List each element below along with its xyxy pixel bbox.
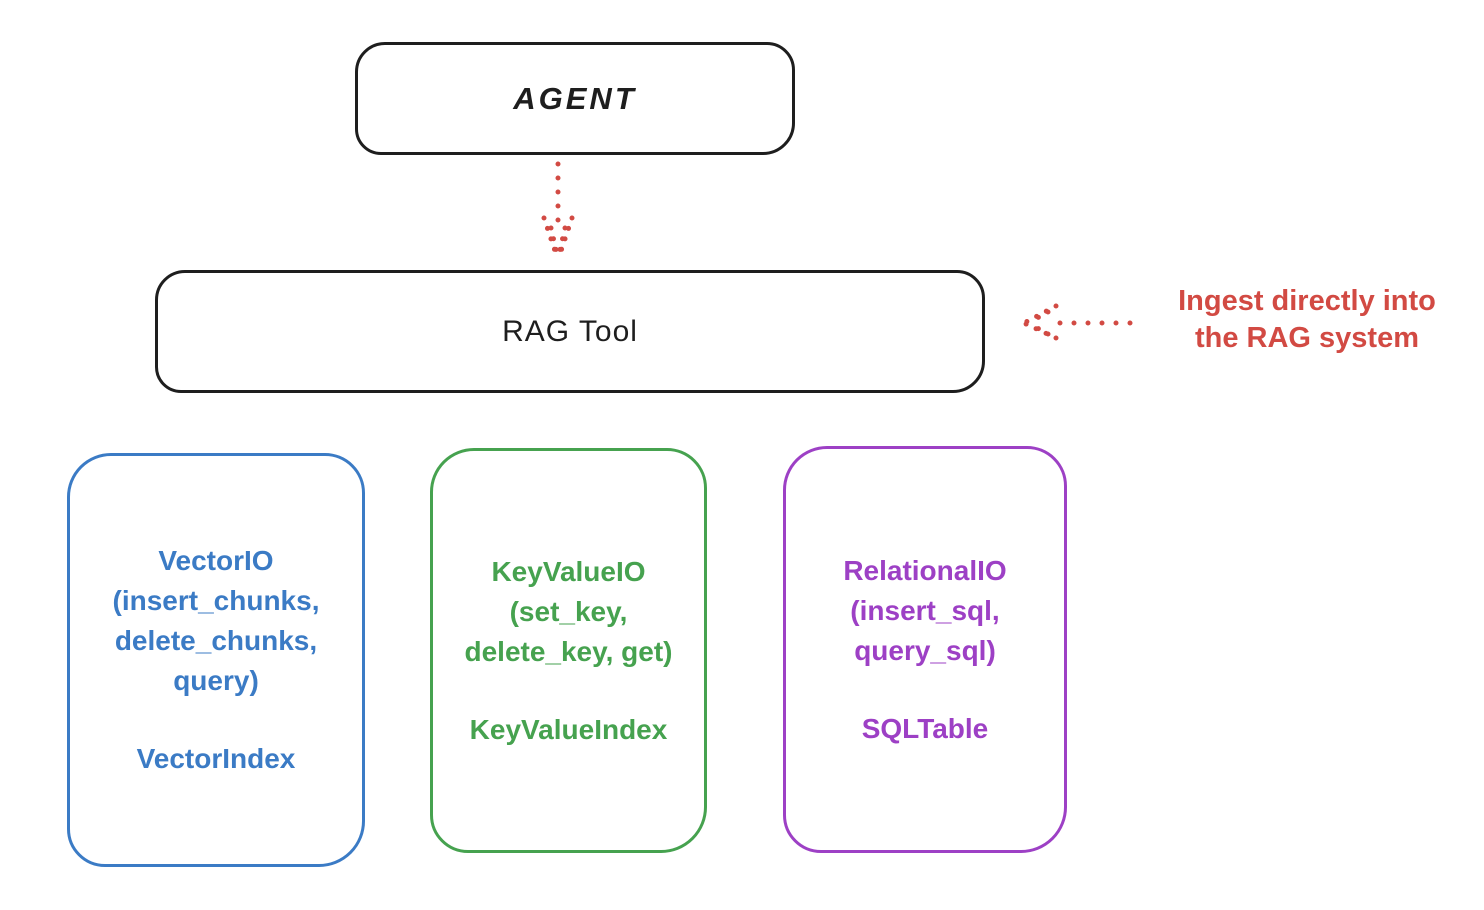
agent-label: AGENT bbox=[513, 80, 637, 116]
rag-tool-box: RAG Tool bbox=[155, 270, 985, 393]
keyvalue-io-line: delete_key, get) bbox=[464, 635, 673, 667]
arrow-agent-to-rag-icon bbox=[541, 161, 575, 260]
annotation-line-2: the RAG system bbox=[1194, 322, 1419, 354]
annotation-line-1: Ingest directly into bbox=[1178, 285, 1436, 317]
annotation-ingest-note: Ingest directly into the RAG system bbox=[1130, 283, 1484, 357]
relational-io-line: RelationalIO bbox=[843, 554, 1007, 586]
keyvalue-io-title: KeyValueIO (set_key, delete_key, get) Ke… bbox=[464, 552, 672, 750]
keyvalue-io-box: KeyValueIO (set_key, delete_key, get) Ke… bbox=[430, 448, 707, 853]
sql-table-label: SQLTable bbox=[861, 712, 989, 744]
arrow-annotation-to-rag-icon bbox=[1023, 303, 1133, 341]
relational-io-line: query_sql) bbox=[854, 634, 996, 666]
keyvalue-io-line: KeyValueIO bbox=[491, 555, 646, 587]
relational-io-title: RelationalIO (insert_sql, query_sql) SQL… bbox=[843, 551, 1006, 749]
keyvalue-io-line: (set_key, bbox=[509, 595, 628, 627]
vector-io-line: query) bbox=[173, 665, 259, 696]
relational-io-box: RelationalIO (insert_sql, query_sql) SQL… bbox=[783, 446, 1067, 853]
vector-io-title: VectorIO (insert_chunks, delete_chunks, … bbox=[113, 541, 320, 779]
vector-io-line: VectorIO bbox=[158, 545, 274, 576]
vector-index-label: VectorIndex bbox=[136, 743, 296, 774]
vector-io-box: VectorIO (insert_chunks, delete_chunks, … bbox=[67, 453, 365, 867]
vector-io-line: (insert_chunks, bbox=[112, 585, 320, 616]
keyvalue-index-label: KeyValueIndex bbox=[469, 713, 668, 745]
agent-box: AGENT bbox=[355, 42, 795, 155]
rag-tool-label: RAG Tool bbox=[502, 314, 638, 348]
vector-io-line: delete_chunks, bbox=[114, 625, 318, 656]
relational-io-line: (insert_sql, bbox=[850, 594, 1000, 626]
